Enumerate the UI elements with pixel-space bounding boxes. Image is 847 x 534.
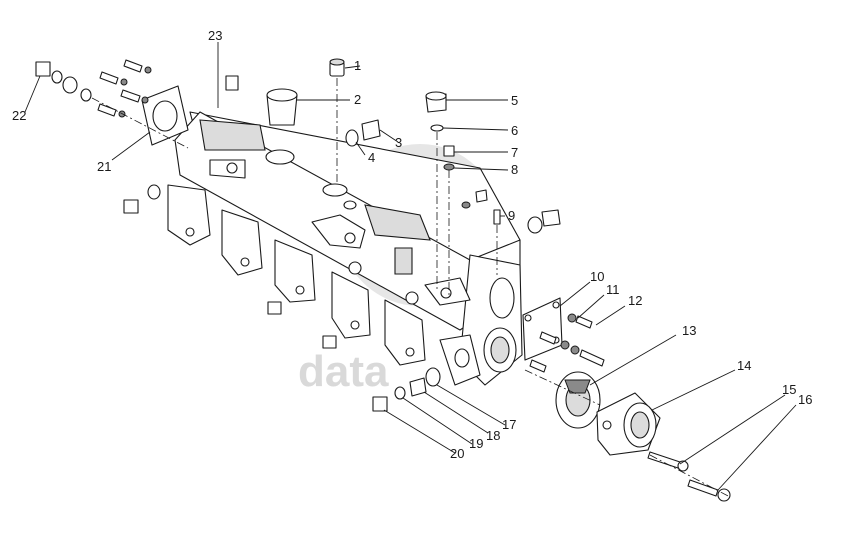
part-13-thermostat xyxy=(555,371,601,429)
end-gasket-10 xyxy=(522,297,563,361)
part-9-pin xyxy=(493,209,501,225)
callout-9: 9 xyxy=(508,208,515,223)
callout-14: 14 xyxy=(737,358,751,373)
part-6-seal xyxy=(430,124,444,132)
left-bolts xyxy=(97,59,152,118)
part-23-fitting xyxy=(225,75,239,91)
callout-4: 4 xyxy=(368,150,375,165)
part-19-washer xyxy=(394,386,406,400)
manifold-body xyxy=(174,111,523,386)
callout-22: 22 xyxy=(12,108,26,123)
part-1-plug xyxy=(329,58,345,77)
part-17-ring xyxy=(425,367,441,387)
callout-5: 5 xyxy=(511,93,518,108)
callout-10: 10 xyxy=(590,269,604,284)
part-4-washer xyxy=(345,129,359,147)
callout-2: 2 xyxy=(354,92,361,107)
callout-1: 1 xyxy=(354,58,361,73)
callout-19: 19 xyxy=(469,436,483,451)
part-3-fitting xyxy=(361,119,381,141)
callout-8: 8 xyxy=(511,162,518,177)
assembly-axis-lines xyxy=(91,78,731,498)
part-8-washer xyxy=(443,163,455,171)
callout-12: 12 xyxy=(628,293,642,308)
callout-13: 13 xyxy=(682,323,696,338)
part-15-16-studs xyxy=(647,451,731,502)
part-fitting-right xyxy=(461,189,561,234)
part-14-housing xyxy=(596,392,661,456)
callout-18: 18 xyxy=(486,428,500,443)
callout-15: 15 xyxy=(782,382,796,397)
callout-17: 17 xyxy=(502,417,516,432)
callout-23: 23 xyxy=(208,28,222,43)
callout-21: 21 xyxy=(97,159,111,174)
leader-lines xyxy=(24,42,797,491)
callout-20: 20 xyxy=(450,446,464,461)
part-5-cap xyxy=(425,91,447,113)
callout-11: 11 xyxy=(606,282,620,297)
part-18-fitting xyxy=(409,377,427,397)
callout-labels: 1 2 3 4 5 6 7 8 9 10 11 12 13 14 15 16 1… xyxy=(12,28,812,461)
part-11-12-bolts xyxy=(529,313,605,373)
callout-3: 3 xyxy=(395,135,402,150)
callout-16: 16 xyxy=(798,392,812,407)
callout-7: 7 xyxy=(511,145,518,160)
part-7-plug xyxy=(443,145,455,157)
part-2-sleeve xyxy=(266,88,298,126)
watermark-text: data xyxy=(298,347,389,396)
part-22-plug-set xyxy=(35,61,92,102)
lower-bolts xyxy=(123,184,337,349)
callout-6: 6 xyxy=(511,123,518,138)
exhaust-flanges xyxy=(167,184,426,366)
part-20-bolt xyxy=(372,396,388,412)
